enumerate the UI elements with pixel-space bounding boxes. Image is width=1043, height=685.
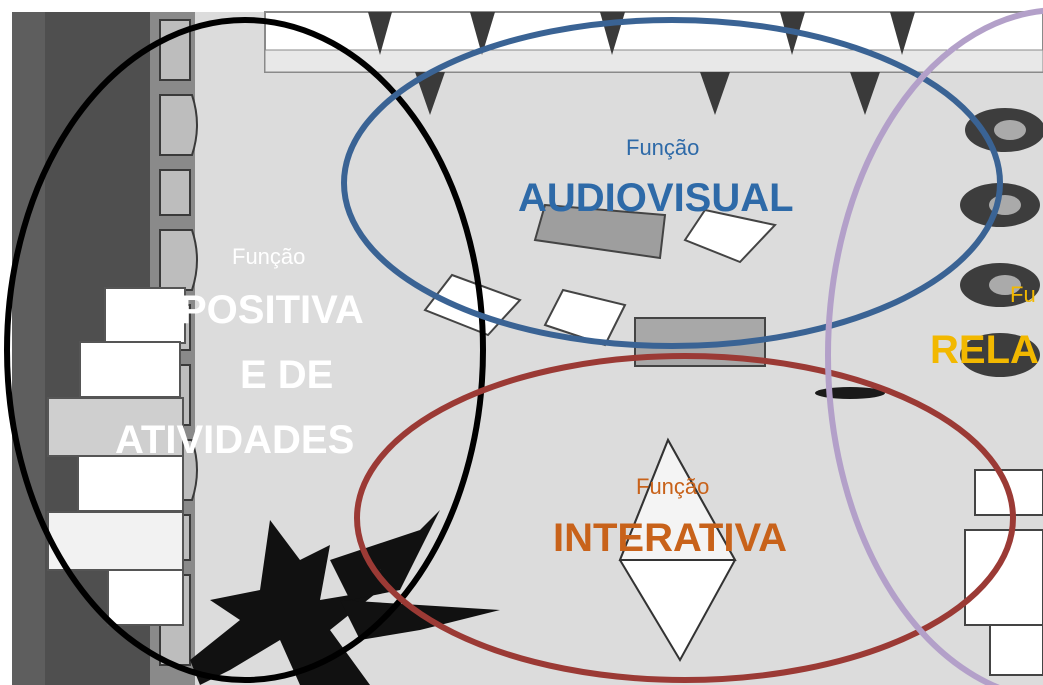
label-audiovisual-big: AUDIOVISUAL — [518, 176, 794, 220]
label-expositiva-line2: E DE — [240, 353, 334, 397]
label-audiovisual-small: Função — [626, 135, 700, 160]
interactive-diamond — [618, 437, 737, 663]
label-expositiva-line1: POSITIVA — [180, 288, 364, 332]
ring-audiovisual — [341, 17, 1003, 349]
label-expositiva-small: Função — [232, 244, 306, 269]
label-interativa-small: Função — [636, 474, 710, 499]
label-expositiva-line3: ATIVIDADES — [115, 418, 355, 462]
ring-relacional — [825, 7, 1043, 685]
plant-shadow — [190, 510, 500, 685]
label-interativa-big: INTERATIVA — [553, 516, 788, 560]
ring-interativa — [354, 353, 1016, 683]
label-relacional-small: Fu — [1010, 282, 1036, 307]
tire-seats — [960, 108, 1043, 377]
label-relacional-big: RELA — [930, 328, 1039, 372]
ring-expositiva — [4, 17, 486, 683]
display-shelves — [47, 287, 186, 626]
